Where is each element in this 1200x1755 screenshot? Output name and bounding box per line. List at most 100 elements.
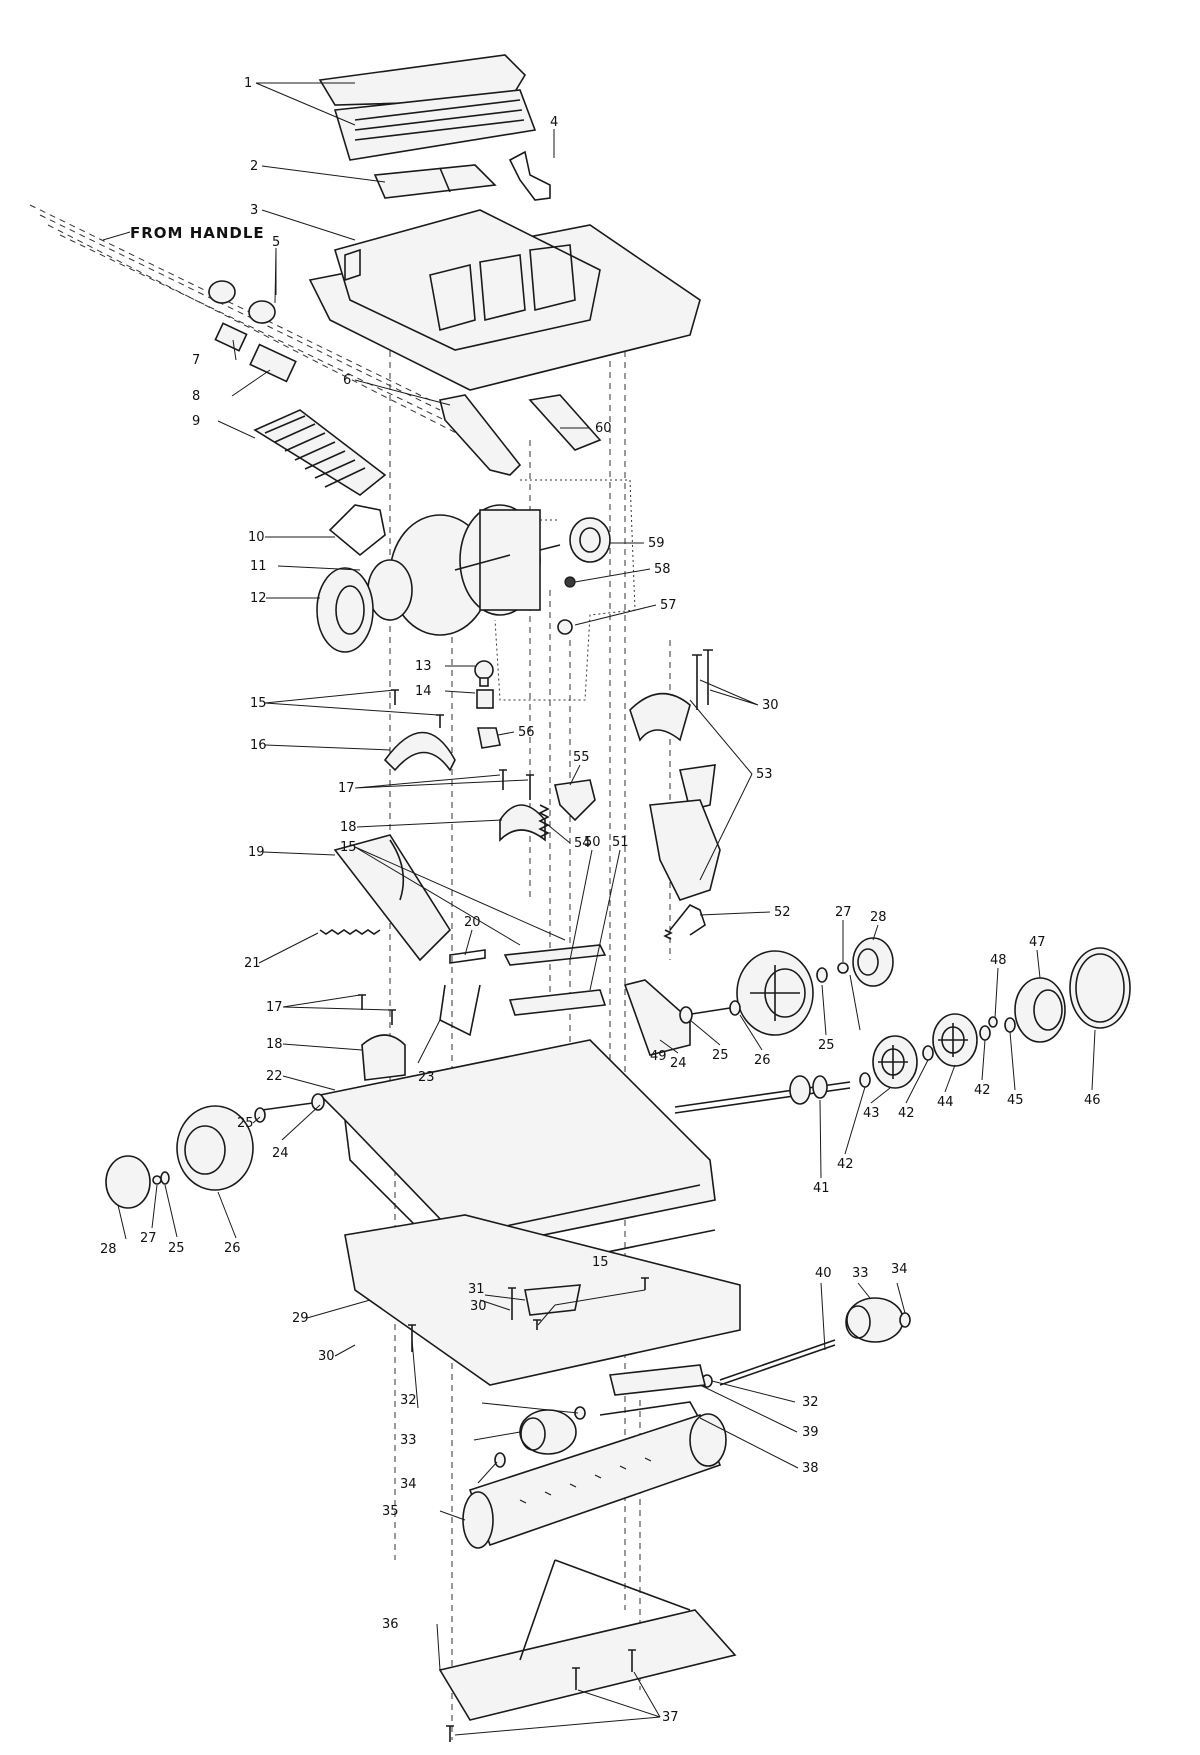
callout-42-right: 42 [974, 1083, 991, 1098]
part-44-gear [932, 1013, 978, 1067]
callout-37: 37 [662, 1710, 679, 1725]
part-17-screws-upper [499, 769, 534, 800]
callout-40: 40 [815, 1266, 832, 1281]
callout-44: 44 [937, 1095, 954, 1110]
part-24-axle-left [261, 1093, 325, 1111]
callout-2: 2 [250, 159, 258, 174]
part-13-bulb [474, 660, 494, 687]
callout-18-lower: 18 [266, 1037, 283, 1052]
callout-10: 10 [248, 530, 265, 545]
part-47-pulley [1014, 977, 1066, 1043]
callout-53: 53 [756, 767, 773, 782]
callout-8: 8 [192, 389, 200, 404]
part-18-hinge-upper [499, 804, 546, 842]
part-45-clip [1004, 1017, 1016, 1033]
callout-7: 7 [192, 353, 200, 368]
part-25-washer-left-b [160, 1171, 170, 1185]
part-59-bearing [569, 517, 611, 563]
part-37-screws [446, 1649, 636, 1742]
callout-3: 3 [250, 203, 258, 218]
callout-59: 59 [648, 536, 665, 551]
callout-57: 57 [660, 598, 677, 613]
callout-30-middle: 30 [470, 1299, 487, 1314]
part-27-nut-right [837, 962, 849, 974]
part-41-shaft [674, 1075, 851, 1114]
part-50-strip [503, 944, 607, 966]
callout-34-left: 34 [400, 1477, 417, 1492]
part-15-screws-lower [533, 1277, 649, 1330]
part-54-spring [538, 804, 550, 838]
part-26-wheel-left [176, 1105, 254, 1191]
callout-45: 45 [1007, 1093, 1024, 1108]
part-27-nut-left [152, 1175, 162, 1185]
callout-34-right: 34 [891, 1262, 908, 1277]
callout-21: 21 [244, 956, 261, 971]
callout-58: 58 [654, 562, 671, 577]
callout-25-right-a: 25 [818, 1038, 835, 1053]
handle-wires [29, 204, 471, 441]
part-4-clip [508, 150, 551, 201]
part-8-connector [249, 343, 297, 383]
part-34-washer-right [899, 1312, 911, 1328]
callout-41: 41 [813, 1181, 830, 1196]
callout-36: 36 [382, 1617, 399, 1632]
part-24-axle-right [679, 1006, 731, 1024]
part-20-rod [449, 949, 486, 964]
callout-25-left-a: 25 [237, 1116, 254, 1131]
callout-29: 29 [292, 1311, 309, 1326]
callout-50: 50 [584, 835, 601, 850]
callout-49: 49 [650, 1049, 667, 1064]
part-42-washer-b [922, 1045, 934, 1061]
callout-24-left: 24 [272, 1146, 289, 1161]
leader-lines [102, 82, 1096, 1736]
callout-32-right: 32 [802, 1395, 819, 1410]
callout-19: 19 [248, 845, 265, 860]
part-7-plug [214, 322, 248, 352]
callout-42-middle: 42 [898, 1106, 915, 1121]
part-38-wire [599, 1401, 701, 1421]
part-3-hood [308, 209, 701, 391]
callout-30-lower: 30 [318, 1349, 335, 1364]
part-28-hubcap-left [105, 1155, 151, 1209]
part-14-socket [476, 689, 494, 709]
part-23-wire [439, 984, 481, 1037]
motor-assembly [367, 504, 561, 636]
callout-30-upper: 30 [762, 698, 779, 713]
callout-52: 52 [774, 905, 791, 920]
part-30-screws-lower [408, 1287, 516, 1352]
part-49-foam [623, 979, 691, 1056]
part-53-hinge-assembly [629, 692, 721, 901]
callout-15-middle: 15 [340, 840, 357, 855]
callout-33-left: 33 [400, 1433, 417, 1448]
part-30-screws-upper [692, 649, 713, 710]
part-42-washer-c [979, 1025, 991, 1041]
part-33-roller-left [519, 1409, 577, 1455]
callout-33-right: 33 [852, 1266, 869, 1281]
callout-46: 46 [1084, 1093, 1101, 1108]
callout-31: 31 [468, 1282, 485, 1297]
part-1-top-cover [318, 54, 537, 161]
part-51-strip [508, 989, 607, 1016]
callout-48: 48 [990, 953, 1007, 968]
part-55-latch [554, 779, 596, 822]
part-10-bracket [328, 504, 386, 557]
callout-20: 20 [464, 915, 481, 930]
part-58-screw [564, 576, 576, 588]
callout-47: 47 [1029, 935, 1046, 950]
callout-26-left: 26 [224, 1241, 241, 1256]
callout-1: 1 [244, 76, 252, 91]
callout-28-left: 28 [100, 1242, 117, 1257]
callout-25-left-b: 25 [168, 1241, 185, 1256]
callout-5: 5 [272, 235, 280, 250]
callout-39: 39 [802, 1425, 819, 1440]
callout-51: 51 [612, 835, 629, 850]
part-6-foam-strip [439, 394, 522, 476]
callout-23: 23 [418, 1070, 435, 1085]
callout-16: 16 [250, 738, 267, 753]
part-16-clamp [383, 731, 456, 772]
callout-54: 54 [574, 836, 591, 851]
part-60-plate [528, 394, 602, 451]
callout-9: 9 [192, 414, 200, 429]
part-19-nozzle [333, 834, 452, 962]
